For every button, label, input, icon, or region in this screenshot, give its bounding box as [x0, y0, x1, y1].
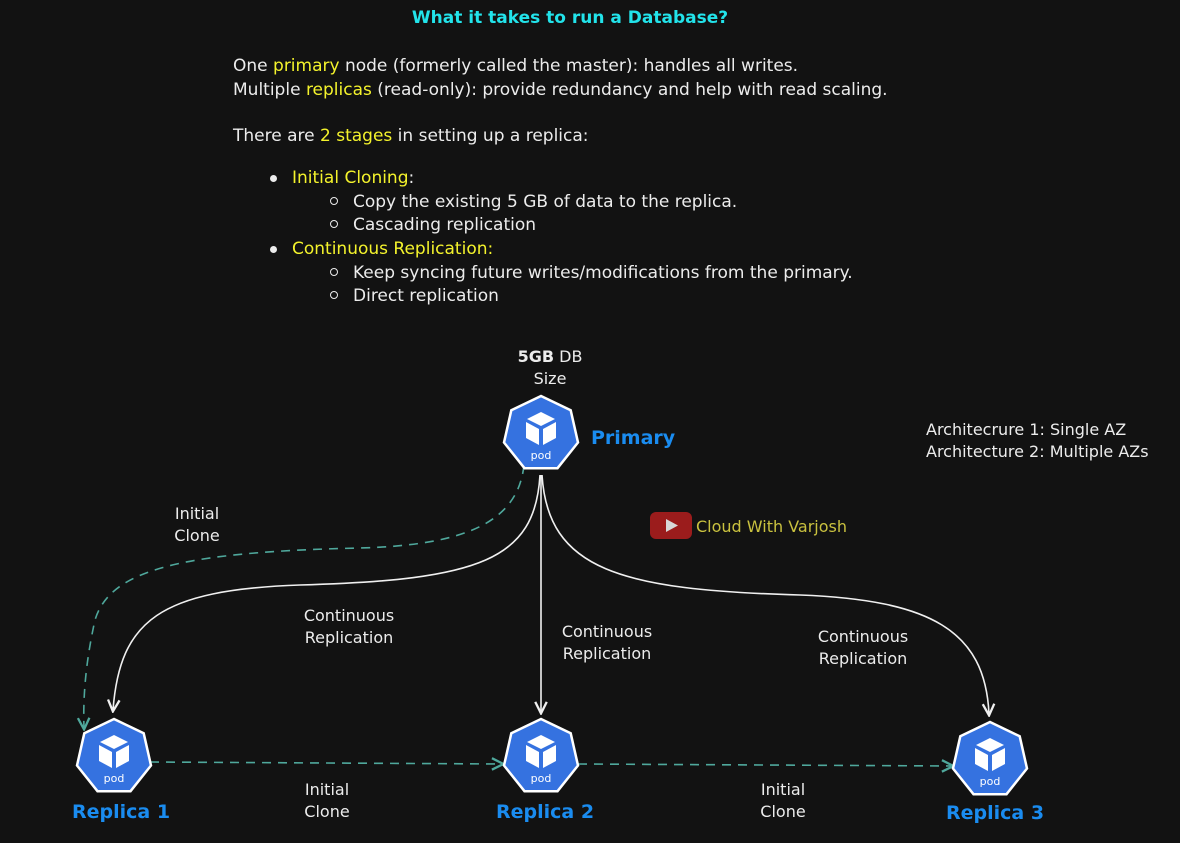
edge-label-continuous-replica3: Continuous Replication	[803, 626, 923, 670]
node-name-primary: Primary	[591, 427, 676, 449]
node-name-replica2: Replica 2	[496, 801, 595, 823]
pod-icon-replica1: pod	[75, 717, 153, 793]
edge-label-line: Replication	[818, 649, 908, 668]
diagram-title: What it takes to run a Database?	[411, 8, 729, 28]
sub-bullet-circle	[330, 268, 338, 276]
arrow-initial-clone-replica2-to-replica3	[577, 764, 952, 766]
edge-label-line: Clone	[304, 802, 350, 821]
pod-label: pod	[104, 772, 125, 785]
intro-line1-highlight: primary	[273, 56, 340, 76]
intro-line-replicas: Multiple replicas (read-only): provide r…	[233, 80, 888, 100]
pod-icon-replica2: pod	[502, 717, 580, 793]
db-size-unit: DB	[554, 347, 583, 366]
edge-label-line: Initial	[304, 780, 350, 799]
sub-bullet-circle	[330, 291, 338, 299]
db-size-caption: Size	[533, 369, 567, 388]
intro-line1-pre: One	[233, 56, 274, 76]
sub-bullet-circle	[330, 197, 338, 205]
sub-bullet-circle	[330, 220, 338, 228]
intro-line1-post: node (formerly called the master): handl…	[339, 56, 799, 76]
db-size-label: 5GB DB Size	[505, 346, 595, 390]
stage-item: Direct replication	[353, 286, 499, 306]
edge-label-line: Continuous	[303, 606, 395, 625]
edge-label-line: Initial	[174, 504, 220, 523]
arrow-primary-to-replica1	[113, 474, 541, 710]
bullet-dot	[270, 175, 277, 182]
edge-label-line: Continuous	[561, 622, 653, 641]
edge-label-line: Clone	[174, 526, 220, 545]
edge-label-line: Replication	[304, 628, 394, 647]
stage-item: Cascading replication	[353, 215, 537, 235]
stage-suffix: :	[408, 168, 415, 188]
node-name-replica1: Replica 1	[72, 801, 171, 823]
edge-label-line: Replication	[562, 644, 652, 663]
edge-label-initial-clone-r1-r2: Initial Clone	[277, 779, 377, 823]
edge-label-initial-clone-r2-r3: Initial Clone	[733, 779, 833, 823]
arrow-primary-to-replica3	[541, 474, 989, 714]
architecture-note-1: Architecrure 1: Single AZ	[926, 420, 1127, 439]
pod-icon-primary: pod	[502, 394, 580, 470]
stage-name: Initial Cloning	[292, 168, 409, 188]
pod-icon-replica3: pod	[951, 720, 1029, 796]
edge-label-initial-clone-left: Initial Clone	[147, 503, 247, 547]
intro-line3-pre: There are	[233, 126, 320, 146]
edge-label-line: Clone	[760, 802, 806, 821]
stage-initial-cloning: Initial Cloning:	[292, 168, 414, 188]
arrow-initial-clone-primary-to-replica1	[84, 464, 525, 728]
intro-line2-highlight: replicas	[305, 80, 372, 100]
edge-label-line: Initial	[760, 780, 806, 799]
intro-line3-highlight: 2 stages	[320, 126, 393, 146]
architecture-note-2: Architecture 2: Multiple AZs	[926, 442, 1149, 461]
intro-line2-pre: Multiple	[233, 80, 306, 100]
watermark-text: Cloud With Varjosh	[696, 517, 847, 536]
edge-label-continuous-replica1: Continuous Replication	[289, 605, 409, 649]
pod-label: pod	[531, 772, 552, 785]
pod-label: pod	[531, 449, 552, 462]
intro-line2-post: (read-only): provide redundancy and help…	[371, 80, 888, 100]
stage-item: Keep syncing future writes/modifications…	[353, 263, 853, 283]
stage-continuous-replication: Continuous Replication:	[292, 239, 493, 259]
pod-label: pod	[980, 775, 1001, 788]
stage-item: Copy the existing 5 GB of data to the re…	[353, 192, 738, 212]
bullet-dot	[270, 246, 277, 253]
stage-name: Continuous Replication:	[292, 239, 494, 259]
intro-line-stages: There are 2 stages in setting up a repli…	[233, 126, 589, 146]
edge-label-line: Continuous	[817, 627, 909, 646]
edge-label-continuous-replica2: Continuous Replication	[547, 621, 667, 665]
intro-line-primary: One primary node (formerly called the ma…	[233, 56, 798, 76]
db-size-value: 5GB	[517, 347, 555, 366]
intro-line3-post: in setting up a replica:	[392, 126, 589, 146]
arrow-initial-clone-replica1-to-replica2	[149, 762, 502, 764]
node-name-replica3: Replica 3	[946, 802, 1045, 824]
youtube-play-icon	[650, 512, 692, 539]
